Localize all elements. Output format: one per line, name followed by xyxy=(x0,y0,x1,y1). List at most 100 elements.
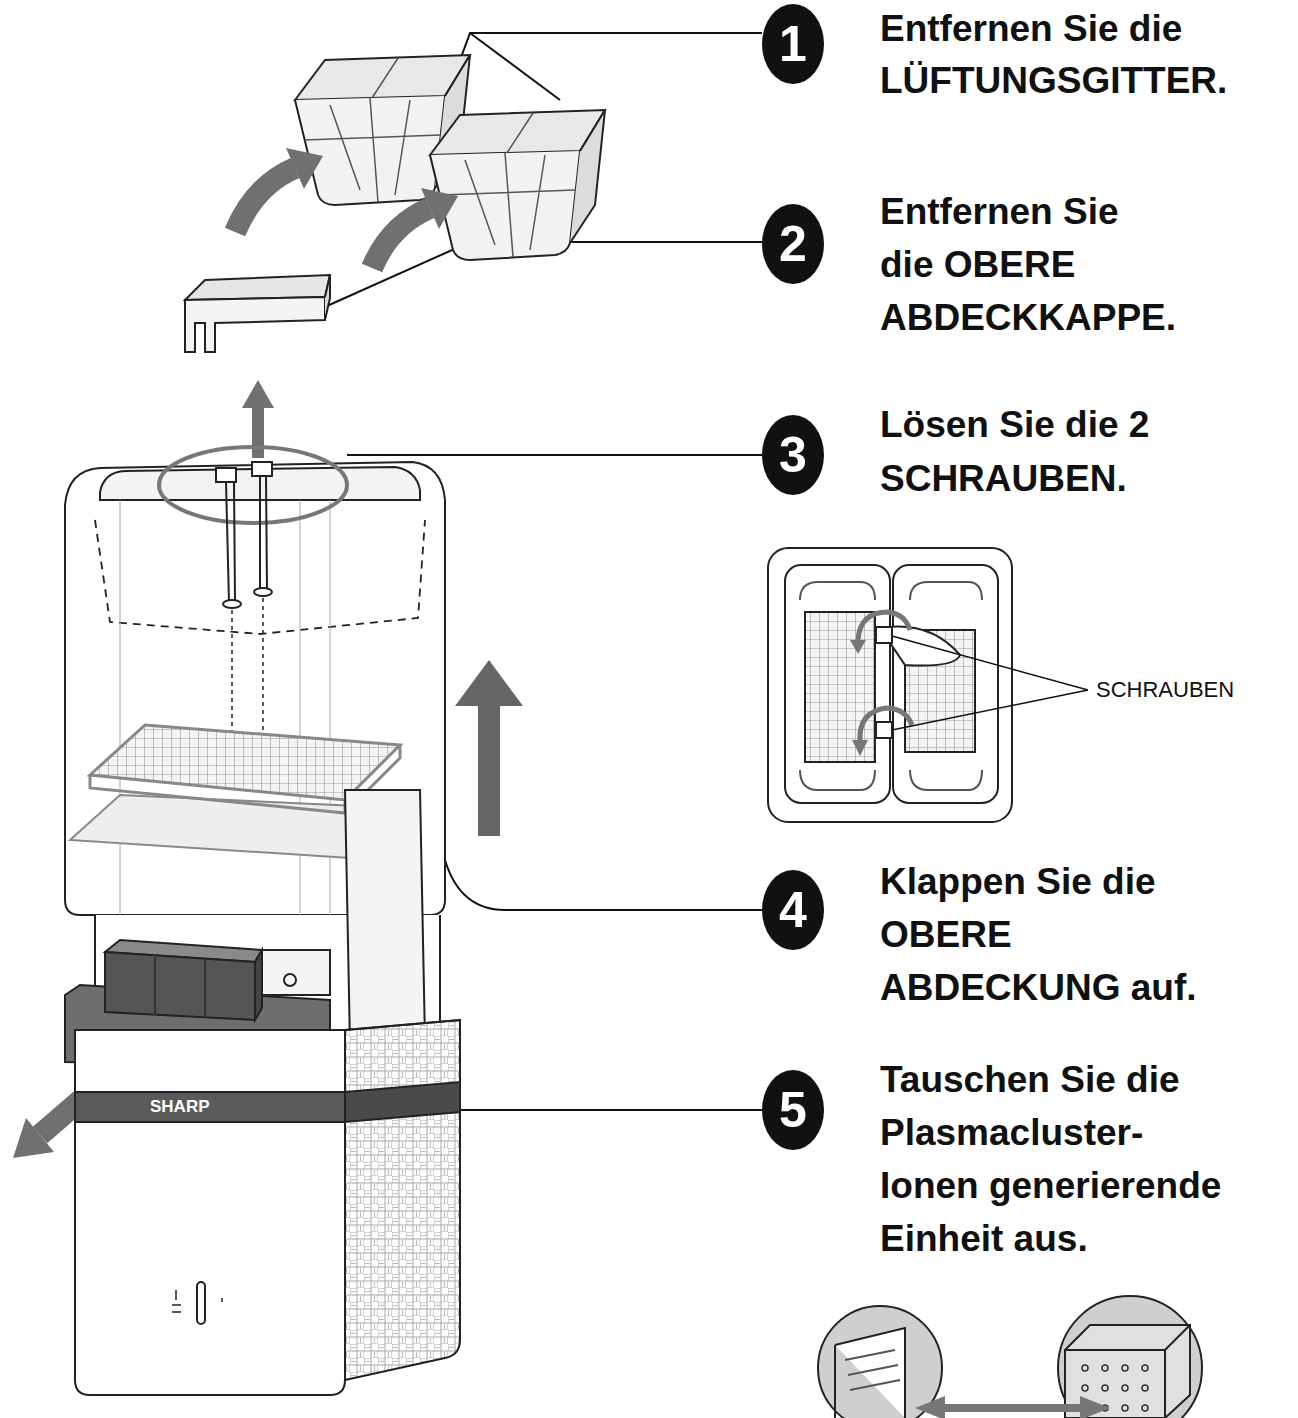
callout-number: 2 xyxy=(761,203,825,285)
callout-circle: 4 xyxy=(761,869,825,951)
instruction-text: Entfernen Sie die LÜFTUNGSGITTER. xyxy=(880,3,1295,107)
callout-number: 1 xyxy=(761,3,825,85)
base-unit xyxy=(75,1020,460,1395)
callout-disc xyxy=(762,870,824,950)
callout-number: 4 xyxy=(761,869,825,951)
callout-number: 3 xyxy=(761,414,825,496)
open-arrow xyxy=(455,660,523,836)
replacement-detail xyxy=(1122,1405,1128,1411)
screw-highlight xyxy=(159,447,347,523)
replacement-detail xyxy=(1142,1365,1148,1371)
ion-generator-unit xyxy=(105,952,255,1020)
screw xyxy=(216,468,236,482)
vent-grille xyxy=(440,153,575,257)
screw-detail-inset xyxy=(852,740,868,756)
replacement-detail xyxy=(1102,1365,1108,1371)
removal-arrow xyxy=(372,208,430,268)
vent-grille xyxy=(295,55,470,100)
base-unit xyxy=(345,1082,460,1122)
top-cover-cap xyxy=(185,275,330,300)
filter-tray xyxy=(90,725,400,800)
replacement-detail xyxy=(1058,1296,1202,1418)
top-cover-cap xyxy=(325,275,330,320)
callout-circle: 1 xyxy=(761,3,825,85)
screw-detail-inset xyxy=(785,565,890,803)
leader-line xyxy=(347,454,762,456)
vent-grille xyxy=(507,113,533,153)
replacement-detail xyxy=(818,1306,942,1418)
instruction-text: Klappen Sie die OBERE ABDECKUNG auf. xyxy=(880,855,1210,1014)
callout-disc xyxy=(762,1070,824,1150)
removal-arrow xyxy=(286,148,323,189)
middle-section xyxy=(284,974,296,986)
callout-disc xyxy=(762,4,824,84)
replacement-detail xyxy=(940,1404,1085,1412)
replacement-detail xyxy=(1142,1385,1148,1391)
ion-generator-unit xyxy=(255,950,262,1020)
vent-grille xyxy=(430,110,605,155)
lift-arrow xyxy=(242,380,274,408)
screw-detail-inset xyxy=(858,612,910,640)
lift-arrow xyxy=(252,402,264,458)
screw-detail-inset xyxy=(800,582,982,790)
ion-generator-unit xyxy=(155,954,205,1018)
leader-line xyxy=(420,795,762,910)
screw-detail-inset xyxy=(805,612,875,762)
callout-number: 5 xyxy=(761,1069,825,1151)
screw-detail-inset xyxy=(768,548,1012,822)
replacement-detail xyxy=(1102,1385,1108,1391)
top-cover-cap xyxy=(185,275,330,352)
callout-circle: 5 xyxy=(761,1069,825,1151)
replacement-detail xyxy=(1082,1385,1088,1391)
remove-arrow xyxy=(13,1118,54,1158)
removal-arrow xyxy=(235,168,295,232)
base-unit xyxy=(75,1030,345,1395)
screw xyxy=(254,588,272,596)
replacement-detail xyxy=(1122,1365,1128,1371)
screw-detail-inset xyxy=(850,640,866,654)
screw xyxy=(223,600,241,608)
screw-detail-inset xyxy=(768,548,1012,822)
removal-arrow xyxy=(235,148,458,268)
instruction-text: Lösen Sie die 2 SCHRAUBEN. xyxy=(880,398,1220,506)
removal-arrow xyxy=(421,188,458,229)
screw xyxy=(252,462,272,476)
vent-grille xyxy=(372,58,398,98)
open-arrow xyxy=(455,660,523,706)
replacement-detail xyxy=(1080,1396,1110,1418)
open-arrow xyxy=(478,700,500,836)
callout-disc xyxy=(762,415,824,495)
screw-detail-inset xyxy=(860,708,912,742)
leader-line xyxy=(892,636,1088,730)
base-unit xyxy=(345,1020,460,1380)
callout-circle: 3 xyxy=(761,414,825,496)
callout-circle: 2 xyxy=(761,203,825,285)
middle-section xyxy=(345,790,425,1045)
leader-line xyxy=(892,636,1088,730)
screw-detail-inset xyxy=(876,722,892,738)
base-unit xyxy=(197,1282,205,1324)
leader-line xyxy=(470,33,560,100)
replacement-detail xyxy=(1142,1405,1148,1411)
screw-detail-inset xyxy=(893,565,998,803)
base-unit xyxy=(172,1290,222,1312)
part-label: SCHRAUBEN xyxy=(1096,676,1296,704)
replacement-detail xyxy=(1122,1385,1128,1391)
vent-grille xyxy=(570,110,605,243)
replacement-detail xyxy=(1082,1365,1088,1371)
vent-grille xyxy=(430,110,605,260)
replacement-detail xyxy=(835,1328,905,1418)
brand-logo: SHARP xyxy=(150,1097,240,1117)
screw-detail-inset xyxy=(876,627,892,643)
top-cover-cap xyxy=(185,297,325,352)
replacement-detail xyxy=(818,1296,1202,1418)
screw xyxy=(226,476,267,602)
vent-grille xyxy=(305,98,440,202)
replacement-detail xyxy=(845,1350,900,1390)
callout-disc xyxy=(762,204,824,284)
middle-section xyxy=(260,950,330,995)
base-unit xyxy=(75,1092,345,1122)
leader-line xyxy=(438,33,762,120)
instruction-text: Entfernen Sie die OBERE ABDECKKAPPE. xyxy=(880,185,1178,344)
